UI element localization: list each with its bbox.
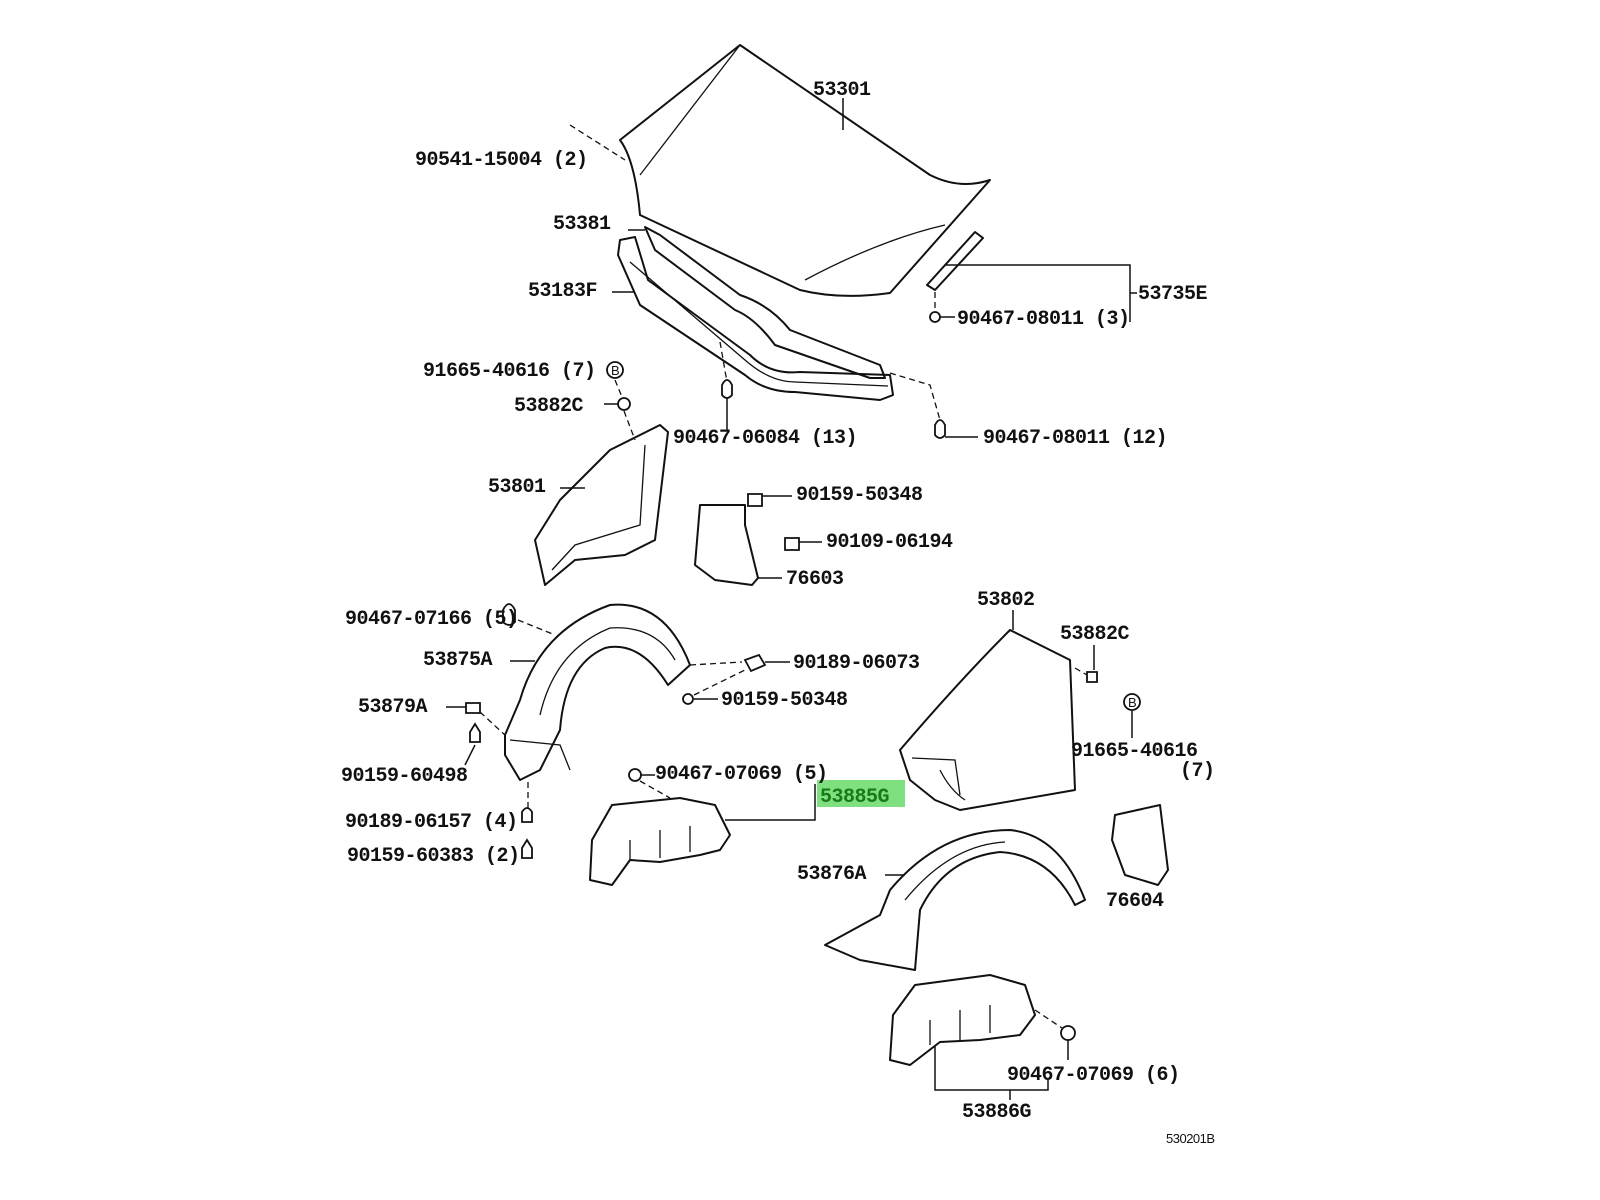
leader [719,341,728,383]
side-seal-bracket [945,264,1137,322]
label-nut-b-lower-qty: (7) [1180,760,1215,783]
clip-icon [1060,1025,1076,1041]
label-liner-clip-b[interactable]: 90189-06073 [793,652,920,675]
clip-icon [721,379,733,399]
screw-icon [469,722,481,743]
label-liner-clip-a[interactable]: 90467-07166 (5) [345,608,518,631]
nut-b-icon [1123,693,1141,711]
label-nut-b-lower[interactable]: 91665-40616 [1071,740,1198,763]
label-shield-left[interactable]: 53885G [820,786,890,809]
clip-icon [628,768,642,782]
nut-b-symbol: B [1128,695,1136,710]
leader [1074,667,1088,676]
side-seal-part[interactable] [926,231,984,291]
screw-icon [521,838,533,859]
leader [479,711,506,736]
nut-b-icon [606,361,624,379]
hood-seal-part[interactable] [644,226,886,379]
label-hood-seal[interactable]: 53381 [553,213,612,236]
clip-icon [934,419,946,439]
leader [889,372,941,421]
clip-icon [502,603,516,626]
label-seal-clip-a[interactable]: 90467-06084 (13) [673,427,858,450]
label-liner-screw[interactable]: 90159-50348 [721,689,848,712]
retainer-icon [617,397,631,411]
mudguard-right-part[interactable] [1111,804,1169,886]
label-nut-b-upper[interactable]: 91665-40616 (7) [423,360,596,383]
leader [517,619,556,636]
figure-code: 530201B [1166,1131,1215,1146]
label-seal-lower[interactable]: 53183F [528,280,598,303]
leader [614,379,636,441]
label-hood-clip[interactable]: 90541-15004 (2) [415,149,588,172]
label-clip-06157[interactable]: 90189-06157 (4) [345,811,518,834]
bolt-icon [784,537,800,551]
leader [689,661,746,696]
label-mudguard-left[interactable]: 76603 [786,568,844,591]
liner-right-part[interactable] [824,829,1086,971]
screw-icon [747,493,763,507]
retainer-icon [1086,671,1098,683]
label-hood[interactable]: 53301 [813,79,872,102]
liner-left-part[interactable] [504,603,691,781]
label-liner-left[interactable]: 53875A [423,649,493,672]
label-mudguard-screw[interactable]: 90159-50348 [796,484,923,507]
shield-left-part[interactable] [589,797,731,886]
hood-clip-leader [569,124,626,161]
label-side-seal-clip[interactable]: 90467-08011 (3) [957,308,1130,331]
seal-lower-part[interactable] [617,236,894,401]
leader [1034,1009,1063,1029]
highlight-box [817,780,905,807]
leader [725,784,816,821]
bracket-icon [465,702,481,714]
label-shield-right[interactable]: 53886G [962,1101,1032,1124]
label-mudguard-right[interactable]: 76604 [1106,890,1165,913]
label-apron-left[interactable]: 53801 [488,476,547,499]
clip-icon [521,807,533,823]
label-screw-60498[interactable]: 90159-60498 [341,765,468,788]
label-shield-clip-right[interactable]: 90467-07069 (6) [1007,1064,1180,1087]
screw-icon [682,693,694,705]
hood-part[interactable] [619,44,991,297]
nut-b-symbol: B [611,363,619,378]
clip-icon [743,653,767,673]
leader [464,744,476,766]
label-shield-clip-left[interactable]: 90467-07069 (5) [655,763,828,786]
label-liner-bracket[interactable]: 53879A [358,696,428,719]
label-liner-right[interactable]: 53876A [797,863,867,886]
label-retainer-left[interactable]: 53882C [514,395,584,418]
label-side-seal[interactable]: 53735E [1138,283,1208,306]
leader [934,1045,1049,1091]
label-screw-60383[interactable]: 90159-60383 (2) [347,845,520,868]
shield-right-part[interactable] [889,974,1036,1066]
label-seal-clip-b[interactable]: 90467-08011 (12) [983,427,1168,450]
label-retainer-right[interactable]: 53882C [1060,623,1130,646]
apron-left-part[interactable] [534,424,669,586]
label-fender-right[interactable]: 53802 [977,589,1035,612]
fender-right-part[interactable] [899,629,1076,811]
label-mudguard-bolt[interactable]: 90109-06194 [826,531,954,554]
leader [639,780,671,799]
clip-icon [929,311,941,323]
mudguard-left-part[interactable] [694,504,759,586]
